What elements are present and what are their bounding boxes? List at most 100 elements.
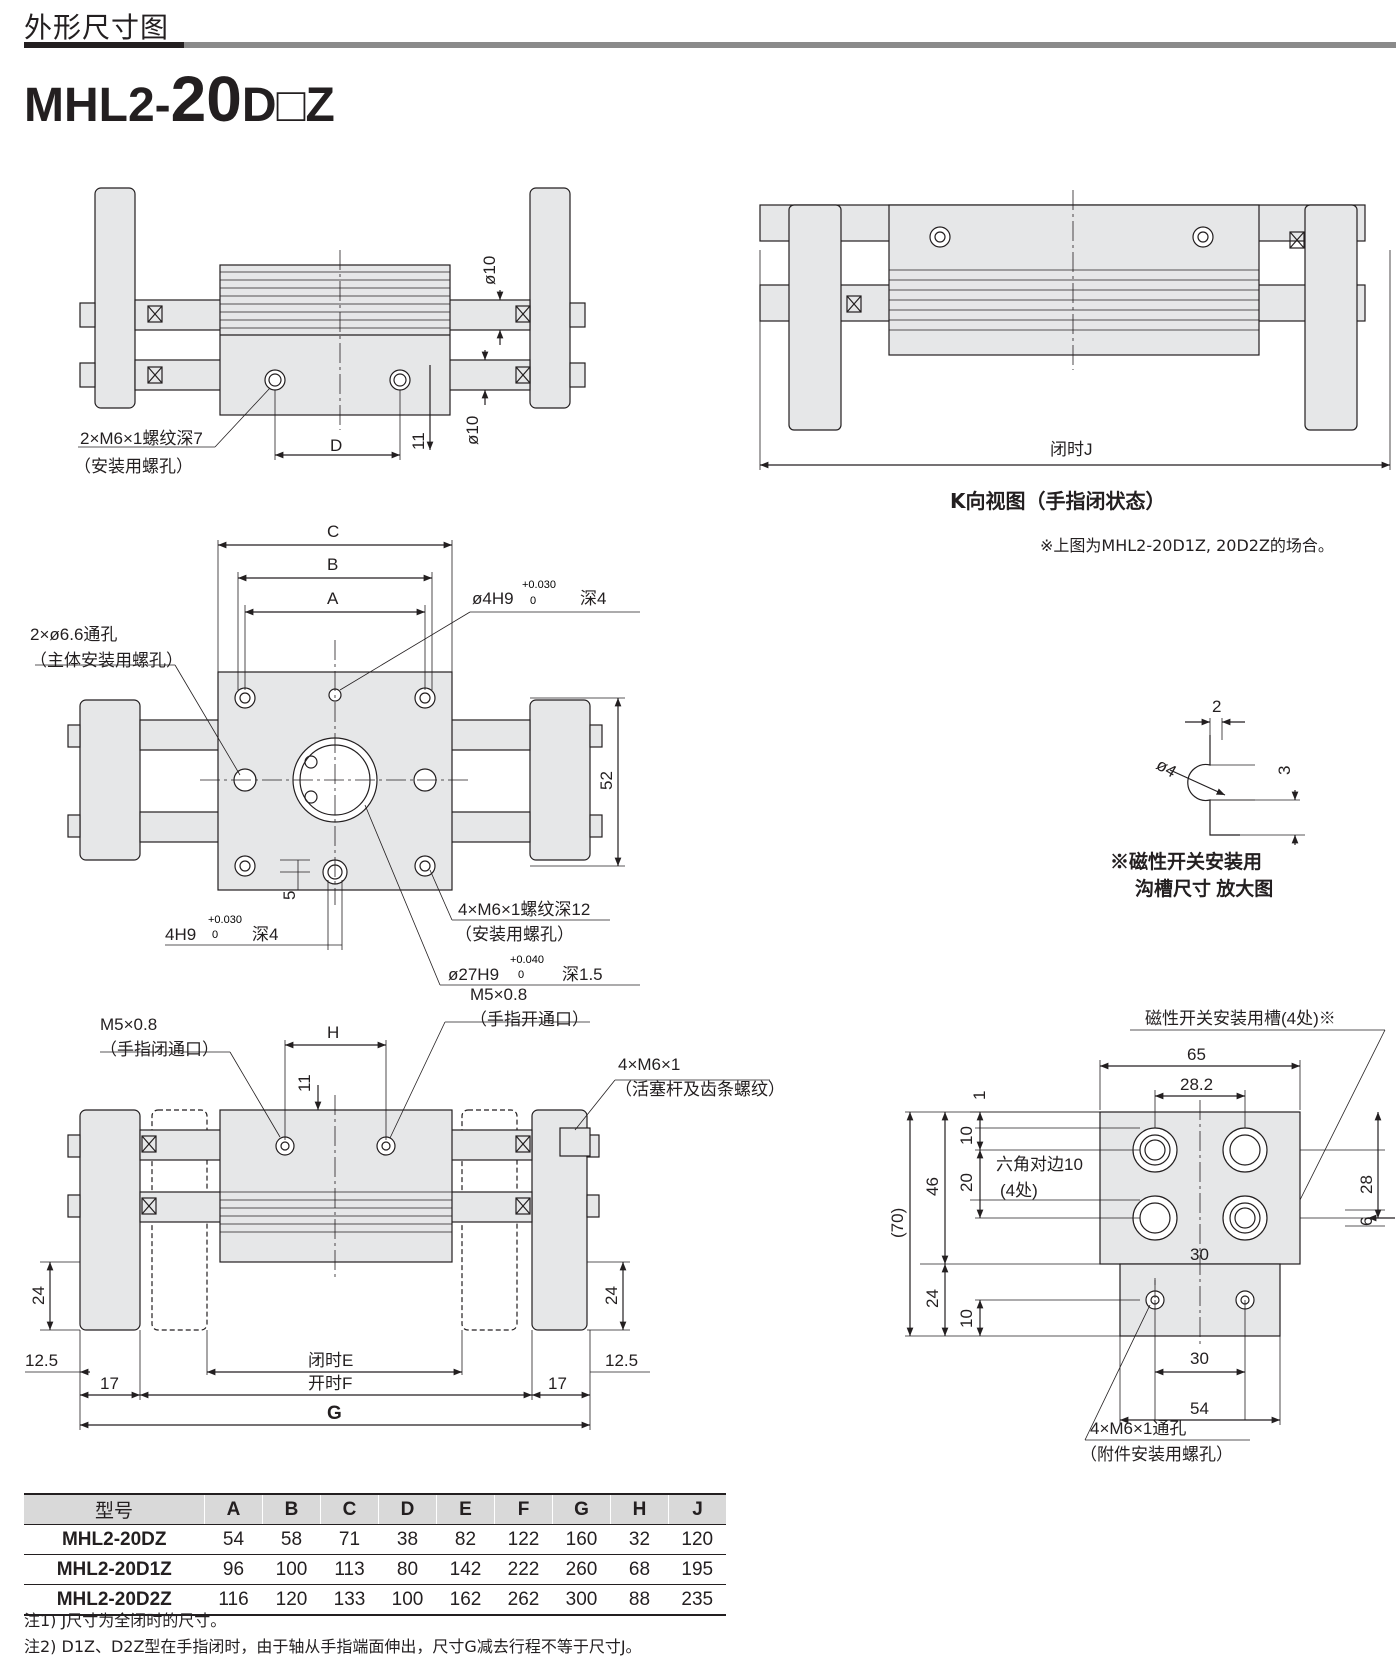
view3-dim-h: H xyxy=(327,1023,339,1042)
view1-dim-phi10-a: ø10 xyxy=(480,256,499,285)
table-cell-model: MHL2-20DZ xyxy=(24,1524,205,1555)
table-cell: 260 xyxy=(552,1554,611,1585)
footnote-2: 注2) D1Z、D2Z型在手指闭时，由于轴从手指端面伸出，尺寸G减去行程不等于尺… xyxy=(24,1637,642,1656)
view2-dim-52: 52 xyxy=(597,771,616,790)
view2-top xyxy=(35,540,640,986)
view3-piston-sub: （活塞杆及齿条螺纹） xyxy=(615,1080,785,1099)
table-row: MHL2-20D1Z 96 100 113 80 142 222 260 68 … xyxy=(24,1554,726,1585)
table-header-c: C xyxy=(320,1493,379,1525)
view4-dim-24: 24 xyxy=(923,1289,942,1308)
view3-dim-11: 11 xyxy=(295,1074,314,1092)
view2-pin-depth: 深4 xyxy=(580,589,606,608)
view3-dim-f: 开时F xyxy=(308,1374,352,1393)
table-cell: 120 xyxy=(668,1524,726,1555)
view3-port-open-sub: （手指开通口） xyxy=(470,1010,589,1029)
view4-tap-note: 4×M6×1通孔 xyxy=(1090,1419,1186,1438)
viewk-note: ※上图为MHL2-20D1Z, 20D2Z的场合。 xyxy=(1040,536,1334,555)
view4-dim-30-b: 30 xyxy=(1190,1349,1209,1368)
view2-bore-tol-dn: 0 xyxy=(518,969,524,981)
view2-bore-note: ø27H9 xyxy=(448,965,499,984)
table-cell: 122 xyxy=(494,1524,553,1555)
table-header-a: A xyxy=(204,1493,263,1525)
table-cell: 222 xyxy=(494,1554,553,1585)
view3-port-open: M5×0.8 xyxy=(470,985,527,1004)
view4-dim-6: 6 xyxy=(1357,1217,1376,1226)
view1-tap-note: 2×M6×1螺纹深7 xyxy=(80,429,203,448)
model-suffix: D□Z xyxy=(241,79,335,132)
view2-slot-depth: 深4 xyxy=(252,925,278,944)
view4-slot-note: 磁性开关安装用槽(4处)※ xyxy=(1145,1009,1336,1028)
view2-dim-a: A xyxy=(327,589,339,608)
view3-front xyxy=(25,1021,770,1430)
table-cell: 82 xyxy=(436,1524,495,1555)
table-cell: 54 xyxy=(204,1524,263,1555)
view2-dim-b: B xyxy=(327,555,338,574)
model-size: 20 xyxy=(170,63,242,135)
table-cell: 160 xyxy=(552,1524,611,1555)
table-cell: 80 xyxy=(378,1554,437,1585)
table-cell: 32 xyxy=(610,1524,669,1555)
view1-dim-d: D xyxy=(330,436,342,455)
table-cell: 113 xyxy=(320,1554,379,1585)
view4-dim-46: 46 xyxy=(923,1177,942,1196)
table-header-h: H xyxy=(610,1493,669,1525)
table-header-row: 型号 A B C D E F G H J xyxy=(24,1493,726,1525)
view-k xyxy=(759,190,1391,470)
view3-dim-125-left: 12.5 xyxy=(25,1351,58,1370)
viewk-dim-j: 闭时J xyxy=(1050,440,1093,459)
table-cell: 142 xyxy=(436,1554,495,1585)
table-header-model: 型号 xyxy=(24,1493,205,1525)
view3-dim-17-right: 17 xyxy=(548,1374,567,1393)
view2-pin-tol-dn: 0 xyxy=(530,595,536,607)
groove-dim-phi4: ø4 xyxy=(1153,755,1180,781)
table-cell: 133 xyxy=(320,1584,379,1616)
table-cell-model: MHL2-20D1Z xyxy=(24,1554,205,1585)
view4-dim-1: 1 xyxy=(970,1091,989,1100)
view3-piston-note: 4×M6×1 xyxy=(618,1055,680,1074)
view4-dim-54: 54 xyxy=(1190,1399,1209,1418)
table-cell: 38 xyxy=(378,1524,437,1555)
table-cell: 71 xyxy=(320,1524,379,1555)
view2-hole-note: 2×ø6.6通孔 xyxy=(30,625,117,644)
model-title: MHL2-20D□Z xyxy=(24,62,335,136)
view1-dim-11: 11 xyxy=(409,432,428,450)
table-cell: 100 xyxy=(262,1554,321,1585)
view3-dim-24-left: 24 xyxy=(29,1286,48,1305)
footnote-1: 注1) J尺寸为全闭时的尺寸。 xyxy=(24,1611,227,1630)
table-header-f: F xyxy=(494,1493,553,1525)
table-row: MHL2-20D2Z 116 120 133 100 162 262 300 8… xyxy=(24,1584,726,1616)
view4-dim-10-b: 10 xyxy=(957,1309,976,1328)
view3-dim-125-right: 12.5 xyxy=(605,1351,638,1370)
table-cell: 235 xyxy=(668,1584,726,1616)
table-cell: 195 xyxy=(668,1554,726,1585)
table-cell: 88 xyxy=(610,1584,669,1616)
view2-bore-tol-up: +0.040 xyxy=(510,954,544,966)
table-cell: 58 xyxy=(262,1524,321,1555)
groove-title-l2: 沟槽尺寸 放大图 xyxy=(1135,877,1273,900)
view4-hex-sub: (4处) xyxy=(1000,1181,1038,1200)
view2-dim-5: 5 xyxy=(280,891,299,900)
table-cell: 300 xyxy=(552,1584,611,1616)
table-cell: 116 xyxy=(204,1584,263,1616)
groove-dim-3: 3 xyxy=(1275,766,1294,775)
view3-dim-e: 闭时E xyxy=(308,1351,353,1370)
view4-dim-65: 65 xyxy=(1187,1045,1206,1064)
table-header-j: J xyxy=(668,1493,726,1525)
view4-side xyxy=(905,1029,1395,1441)
view4-dim-20: 20 xyxy=(957,1173,976,1192)
table-cell: 96 xyxy=(204,1554,263,1585)
table-header-b: B xyxy=(262,1493,321,1525)
table-cell: 162 xyxy=(436,1584,495,1616)
view4-dim-10-a: 10 xyxy=(957,1126,976,1145)
dimension-table: 型号 A B C D E F G H J MHL2-20DZ 54 58 71 … xyxy=(24,1493,726,1616)
view3-dim-g: G xyxy=(327,1403,342,1424)
view2-slot-note: 4H9 xyxy=(165,925,196,944)
view1-dim-phi10-b: ø10 xyxy=(463,416,482,445)
view3-dim-24-right: 24 xyxy=(602,1286,621,1305)
view2-tap-note: 4×M6×1螺纹深12 xyxy=(458,900,590,919)
view3-port-close-sub: （手指闭通口） xyxy=(100,1040,219,1059)
title-rule-accent xyxy=(24,42,184,48)
title-rule xyxy=(24,42,1396,48)
model-prefix: MHL2- xyxy=(24,79,171,132)
